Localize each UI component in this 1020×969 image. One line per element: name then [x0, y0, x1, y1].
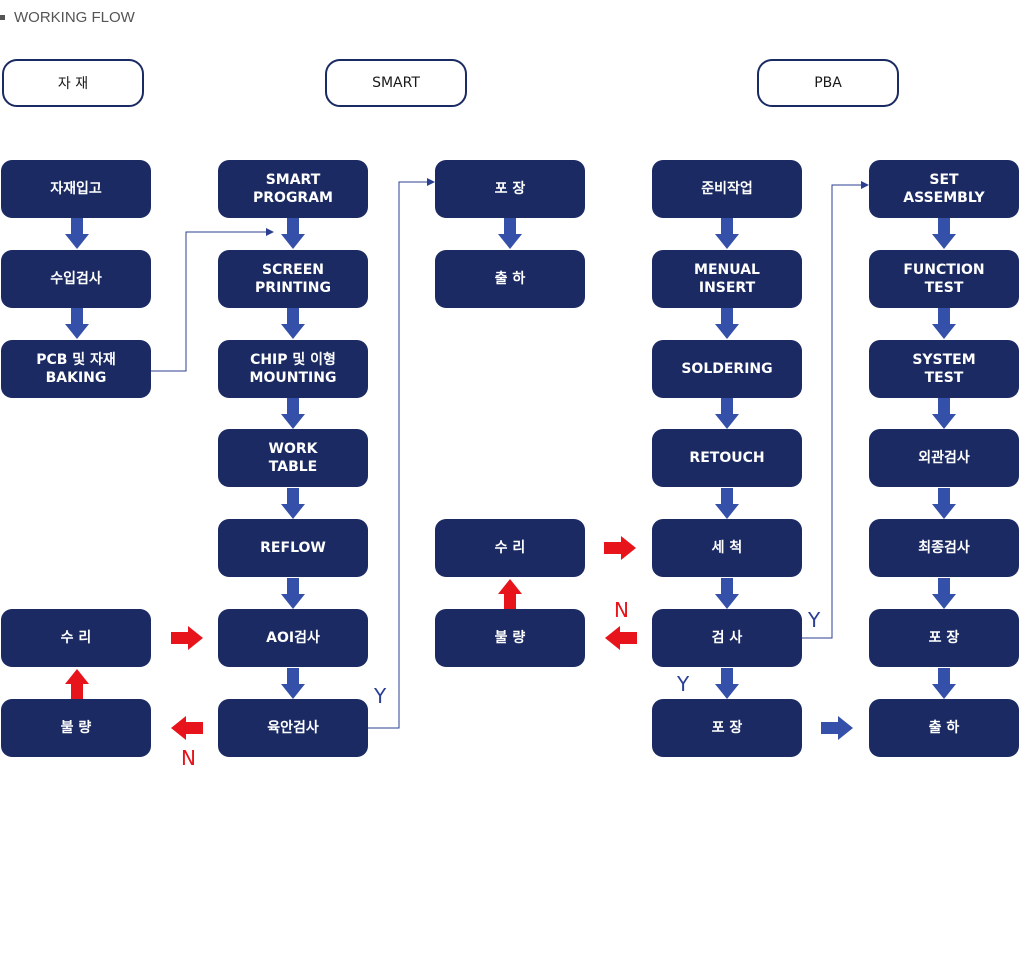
- arrow-down: [715, 398, 739, 429]
- box-chip-mounting: CHIP 및 이형 MOUNTING: [218, 340, 368, 398]
- connector-visual-to-packing: [368, 178, 435, 729]
- page-title-text: WORKING FLOW: [14, 8, 135, 26]
- label-no-visual: N: [181, 746, 196, 770]
- arrow-down: [65, 218, 89, 249]
- label-no-inspection: N: [614, 598, 629, 622]
- arrow-down: [281, 218, 305, 249]
- arrow-red-up: [65, 669, 89, 699]
- arrow-down: [932, 218, 956, 249]
- label-yes-inspection-right: Y: [808, 608, 821, 632]
- arrow-down: [281, 398, 305, 429]
- arrow-down: [715, 578, 739, 609]
- box-reflow: REFLOW: [218, 519, 368, 577]
- arrow-down: [715, 308, 739, 339]
- box-final-inspection: 최종검사: [869, 519, 1019, 577]
- arrow-down: [932, 668, 956, 699]
- box-appearance-inspection: 외관검사: [869, 429, 1019, 487]
- arrow-down: [498, 218, 522, 249]
- arrow-down: [281, 668, 305, 699]
- header-smart: SMART: [325, 59, 467, 107]
- box-inspection: 검 사: [652, 609, 802, 667]
- box-work-table: WORK TABLE: [218, 429, 368, 487]
- box-function-test: FUNCTION TEST: [869, 250, 1019, 308]
- box-packing-mid: 포 장: [435, 160, 585, 218]
- header-material: 자 재: [2, 59, 144, 107]
- box-repair-left: 수 리: [1, 609, 151, 667]
- box-system-test: SYSTEM TEST: [869, 340, 1019, 398]
- arrow-down: [715, 218, 739, 249]
- box-aoi-inspection: AOI검사: [218, 609, 368, 667]
- arrow-down: [281, 488, 305, 519]
- box-shipping-mid: 출 하: [435, 250, 585, 308]
- arrow-down: [932, 398, 956, 429]
- box-preparation: 준비작업: [652, 160, 802, 218]
- box-visual-inspection: 육안검사: [218, 699, 368, 757]
- header-pba: PBA: [757, 59, 899, 107]
- connector-inspection-to-set: [802, 181, 869, 639]
- box-screen-printing: SCREEN PRINTING: [218, 250, 368, 308]
- arrow-right: [821, 716, 853, 740]
- box-cleaning: 세 척: [652, 519, 802, 577]
- label-yes-visual: Y: [374, 684, 387, 708]
- arrow-down: [715, 488, 739, 519]
- arrow-down: [715, 668, 739, 699]
- box-shipping-right: 출 하: [869, 699, 1019, 757]
- arrow-red-left: [171, 716, 203, 740]
- arrow-red-right: [604, 536, 636, 560]
- arrow-red-left: [605, 626, 637, 650]
- box-material-receiving: 자재입고: [1, 160, 151, 218]
- box-smart-program: SMART PROGRAM: [218, 160, 368, 218]
- arrow-down: [932, 308, 956, 339]
- arrow-down: [932, 488, 956, 519]
- box-defect-mid: 불 량: [435, 609, 585, 667]
- arrow-red-right: [171, 626, 203, 650]
- arrow-down: [932, 578, 956, 609]
- page-title: WORKING FLOW: [0, 6, 135, 28]
- box-defect-left: 불 량: [1, 699, 151, 757]
- label-yes-inspection-down: Y: [677, 672, 690, 696]
- arrow-down: [281, 578, 305, 609]
- arrow-red-up: [498, 579, 522, 609]
- arrow-down: [281, 308, 305, 339]
- connector-baking-to-smart: [151, 228, 274, 372]
- box-set-assembly: SET ASSEMBLY: [869, 160, 1019, 218]
- box-soldering: SOLDERING: [652, 340, 802, 398]
- box-packing-right: 포 장: [869, 609, 1019, 667]
- box-manual-insert: MENUAL INSERT: [652, 250, 802, 308]
- box-incoming-inspection: 수입검사: [1, 250, 151, 308]
- box-packing-pba: 포 장: [652, 699, 802, 757]
- arrow-down: [65, 308, 89, 339]
- box-retouch: RETOUCH: [652, 429, 802, 487]
- box-pcb-baking: PCB 및 자재 BAKING: [1, 340, 151, 398]
- box-repair-mid: 수 리: [435, 519, 585, 577]
- title-bullet: [0, 14, 5, 20]
